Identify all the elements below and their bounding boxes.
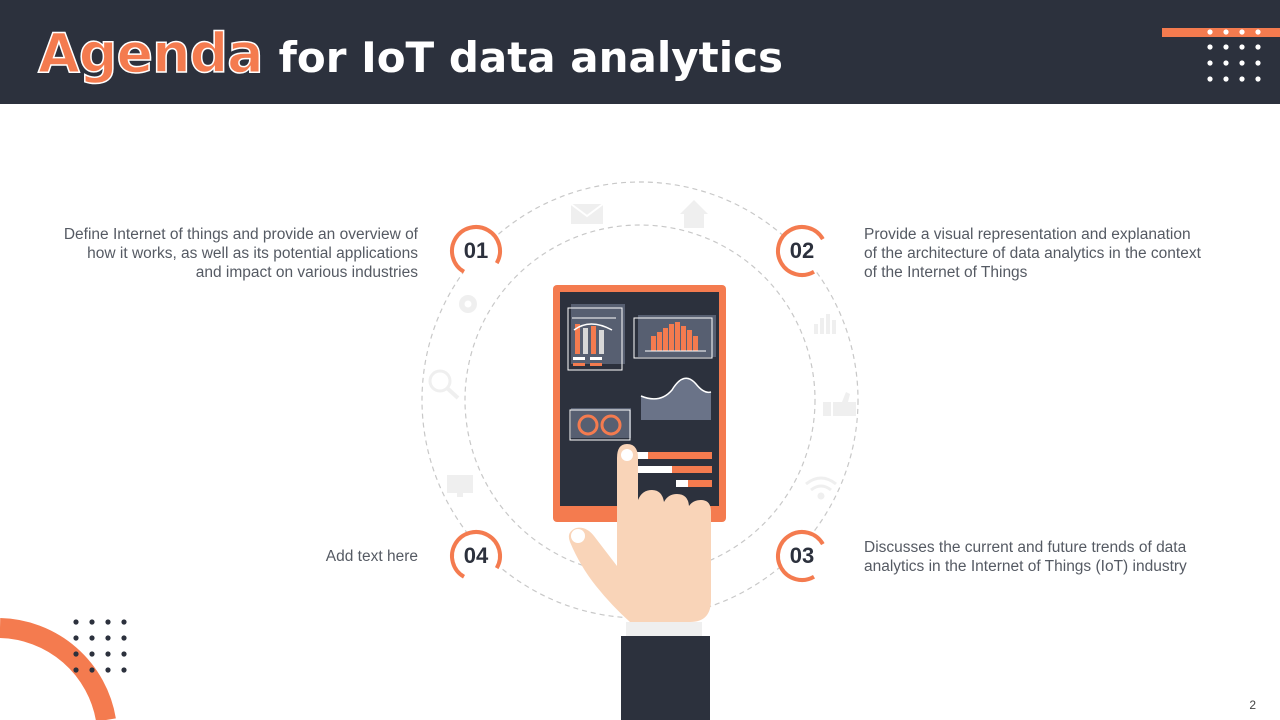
agenda-item-04-text: Add text here	[325, 548, 418, 565]
search-icon	[428, 369, 460, 400]
title-rest: for IoT data analytics	[278, 33, 783, 82]
bar-chart-icon	[814, 314, 836, 334]
agenda-item-02-text: Provide a visual representation and expl…	[864, 226, 1201, 281]
page-title: Agenda for IoT data analytics	[37, 21, 783, 92]
header-banner: Agenda for IoT data analytics	[0, 0, 1280, 104]
agenda-item-01-text: Define Internet of things and provide an…	[63, 226, 418, 281]
page-number: 2	[1249, 698, 1256, 712]
monitor-icon	[447, 475, 473, 497]
header-dot-grid	[1207, 29, 1261, 82]
agenda-badge-04: 04	[447, 527, 505, 585]
agenda-badge-02: 02	[773, 222, 831, 280]
decorative-arc	[0, 618, 116, 720]
title-accent: Agenda	[37, 21, 264, 86]
agenda-number-01: 01	[463, 238, 489, 263]
wifi-icon	[805, 476, 837, 500]
thumbs-up-icon	[823, 392, 856, 416]
agenda-number-02: 02	[789, 238, 815, 263]
agenda-number-03: 03	[789, 543, 815, 568]
agenda-number-04: 04	[463, 543, 489, 568]
agenda-item-03-text: Discusses the current and future trends …	[864, 539, 1187, 575]
header-accent-bar	[1162, 28, 1280, 37]
mail-icon	[570, 203, 604, 224]
home-icon	[680, 200, 708, 228]
decorative-dot-grid	[73, 619, 127, 673]
settings-icon	[459, 295, 477, 313]
tablet-illustration	[421, 181, 859, 720]
agenda-badge-03: 03	[773, 527, 831, 585]
agenda-badge-01: 01	[447, 222, 505, 280]
